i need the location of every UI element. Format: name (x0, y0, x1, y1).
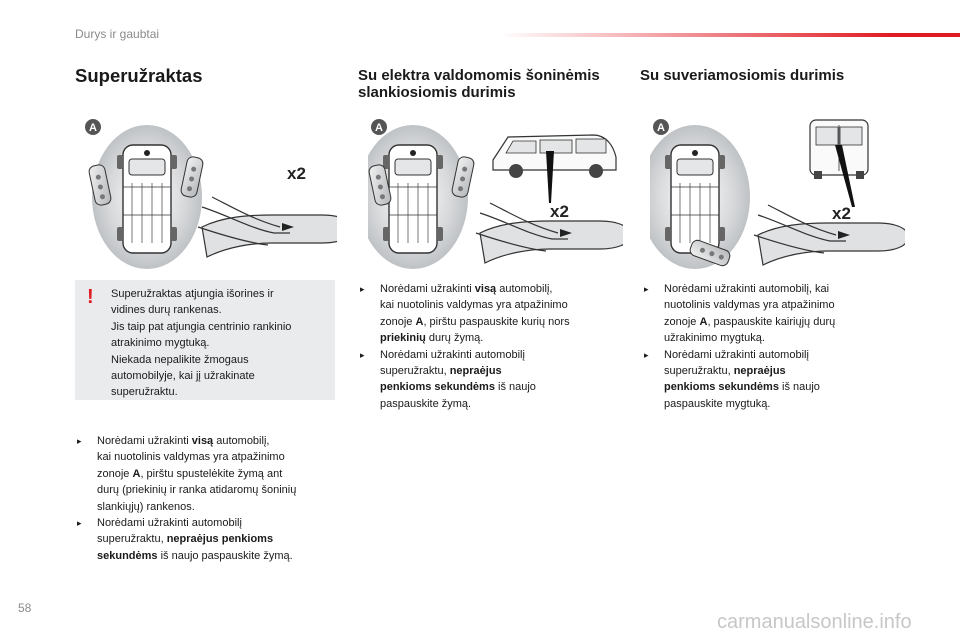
warning-line: superužraktu. (111, 386, 178, 399)
bullet-icon: ▸ (644, 349, 649, 360)
warning-icon: ! (87, 286, 94, 308)
header-accent-bar (500, 33, 960, 37)
warning-line: automobilyje, kai jį užrakinate (111, 370, 255, 383)
bullet-icon: ▸ (644, 284, 649, 294)
text-run: Norėdami užrakinti automobilį (97, 517, 242, 530)
zone-a-label: A (375, 122, 383, 134)
warning-line: Superužraktas atjungia išorines ir (111, 288, 274, 300)
emphasis-text: nepraėjus (449, 365, 502, 378)
sliding-doors-instructions: ▸ Norėdami užrakinti visą automobilį, kai … (358, 281, 613, 412)
bullet-icon: ▸ (360, 284, 365, 294)
text-run: paspauskite mygtuką. (664, 397, 771, 410)
superlock-instructions: ▸ Norėdami užrakinti visą automobilį, kai … (75, 433, 335, 564)
warning-text: Superužraktas atjungia išorines ir vidin… (111, 286, 331, 401)
title-wing-doors: Su suveriamosiomis durimis (640, 67, 845, 84)
text-run: , pirštu spustelėkite žymą ant (140, 467, 283, 480)
instruction-item: ▸ Norėdami užrakinti automobilį superužrak… (358, 347, 613, 413)
text-run: , paspauskite kairiųjų durų (707, 315, 836, 328)
wing-doors-instructions: ▸ Norėdami užrakinti automobilį, kai nuoto… (642, 281, 897, 412)
van-side-view (492, 134, 617, 178)
instruction-item: ▸ Norėdami užrakinti automobilį superužrak… (75, 515, 335, 564)
text-run: iš naujo (778, 381, 820, 394)
text-run: superužraktu, (664, 365, 734, 378)
text-run: Norėdami užrakinti (97, 435, 192, 447)
text-run: Norėdami užrakinti automobilį (664, 348, 809, 361)
text-run: , pirštu paspauskite kurių nors (423, 315, 570, 328)
text-run: zonoje (664, 315, 700, 328)
text-run: užrakinimo mygtuką. (664, 332, 765, 345)
text-run: kai nuotolinis valdymas yra atpažinimo (380, 299, 568, 312)
warning-line: Niekada nepalikite žmogaus (111, 353, 249, 366)
sliding-doors-illustration: A x2 (368, 119, 623, 270)
warning-line: atrakinimo mygtuką. (111, 337, 210, 350)
text-run: Norėdami užrakinti automobilį, kai (664, 283, 830, 295)
instruction-item: ▸ Norėdami užrakinti visą automobilį, kai … (75, 433, 335, 515)
press-twice-badge: x2 (550, 202, 569, 221)
text-run: slankiųjų) rankenos. (97, 500, 195, 513)
emphasis-text: A (415, 315, 424, 328)
text-run: iš naujo paspauskite žymą. (157, 549, 293, 562)
text-run: durų (priekinių ir ranka atidaromų šonin… (97, 484, 297, 497)
bullet-icon: ▸ (77, 518, 82, 529)
emphasis-text: sekundėms (97, 549, 158, 562)
text-run: iš naujo (494, 381, 536, 394)
instruction-item: ▸ Norėdami užrakinti automobilį, kai nuoto… (642, 281, 897, 347)
text-run: automobilį, (496, 283, 553, 295)
text-run: kai nuotolinis valdymas yra atpažinimo (97, 451, 285, 464)
emphasis-text: penkioms sekundėms (380, 381, 495, 394)
title-superlock: Superužraktas (75, 65, 203, 86)
zone-a-label: A (657, 122, 665, 134)
zone-a-label: A (89, 122, 97, 134)
text-run: nuotolinis valdymas yra atpažinimo (664, 299, 835, 312)
text-run: Norėdami užrakinti (380, 283, 475, 295)
warning-line: vidines durų rankenas. (111, 304, 222, 317)
text-run: zonoje (97, 467, 133, 480)
instruction-item: ▸ Norėdami užrakinti visą automobilį, kai … (358, 281, 613, 347)
superlock-illustration: A x2 (85, 119, 337, 270)
warning-box (75, 280, 335, 400)
warning-line: Jis taip pat atjungia centrinio rankinio (111, 320, 292, 333)
press-twice-badge: x2 (287, 164, 306, 183)
bullet-icon: ▸ (360, 349, 365, 360)
text-run: superužraktu, (97, 533, 167, 546)
instruction-item: ▸ Norėdami užrakinti automobilį superužrak… (642, 347, 897, 413)
emphasis-text: visą (191, 435, 214, 447)
emphasis-text: priekinių (380, 332, 426, 345)
page-number: 58 (18, 601, 32, 615)
emphasis-text: A (699, 315, 708, 328)
text-run: automobilį, (213, 435, 270, 447)
emphasis-text: visą (474, 283, 497, 295)
wing-doors-illustration: A x2 (650, 119, 905, 270)
watermark: carmanualsonline.info (717, 611, 912, 633)
text-run: Norėdami užrakinti automobilį (380, 348, 525, 361)
text-run: paspauskite žymą. (380, 397, 472, 410)
title-sliding-doors: Su elektra valdomomis šoninėmis slankios… (358, 67, 600, 101)
bullet-icon: ▸ (77, 436, 82, 446)
text-run: zonoje (380, 315, 416, 328)
emphasis-text: nepraėjus penkioms (166, 533, 274, 546)
text-run: superužraktu, (380, 365, 450, 378)
emphasis-text: penkioms sekundėms (664, 381, 779, 394)
emphasis-text: A (132, 467, 141, 480)
text-run: durų žymą. (425, 332, 484, 345)
press-twice-badge: x2 (832, 204, 851, 223)
emphasis-text: nepraėjus (733, 365, 786, 378)
section-header: Durys ir gaubtai (75, 27, 160, 41)
